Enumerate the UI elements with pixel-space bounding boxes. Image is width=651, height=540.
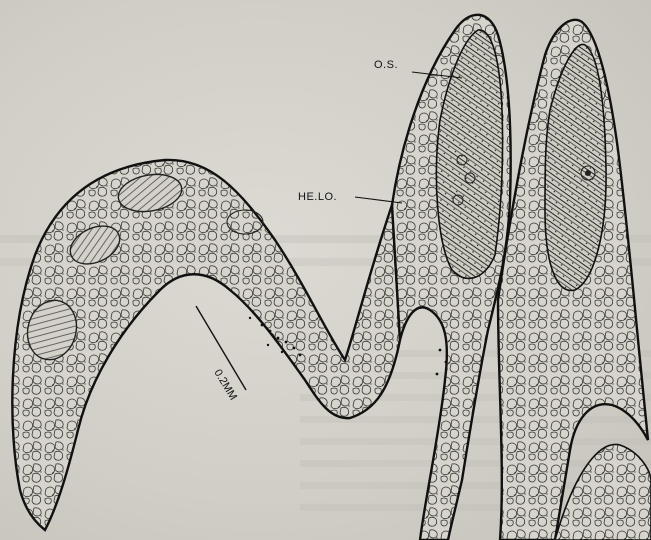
helo-label: HE.LO. — [298, 191, 337, 203]
os-label: O.S. — [374, 59, 398, 71]
left-arm-section — [12, 160, 452, 530]
scale-bar: 0.2MM — [196, 306, 246, 402]
